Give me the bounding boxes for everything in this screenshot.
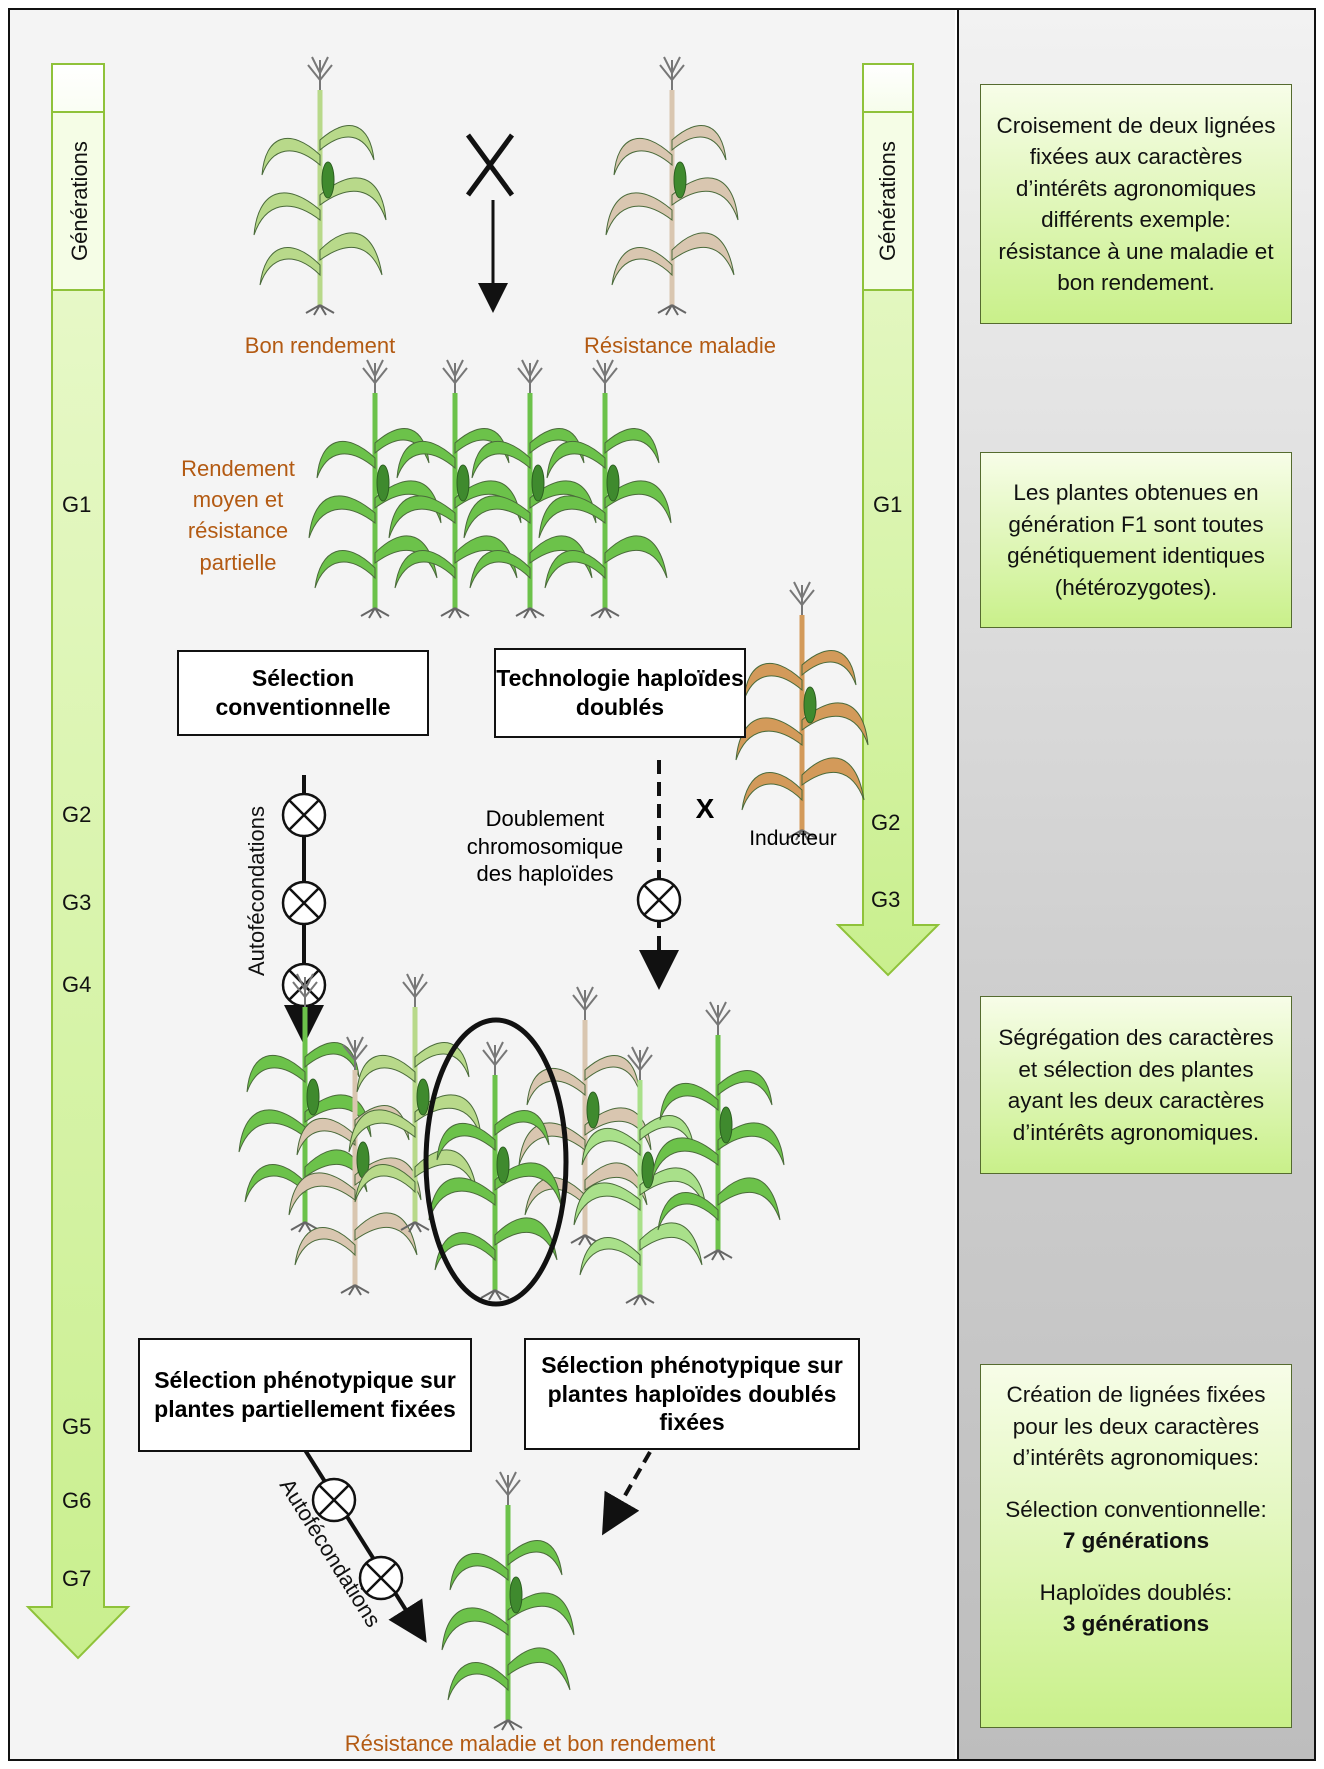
label-final-plant: Résistance maladie et bon rendement bbox=[344, 1731, 716, 1756]
info-box-conv-value: 7 générations bbox=[1062, 1528, 1210, 1553]
gen-label-left-7: G7 bbox=[62, 1566, 92, 1591]
gen-label-right-1: G1 bbox=[873, 492, 903, 517]
inducer-cross-symbol: X bbox=[695, 793, 715, 824]
gen-label-left-6: G6 bbox=[62, 1488, 92, 1513]
gen-label-right-2: G2 bbox=[871, 810, 901, 835]
label-inducer: Inducteur bbox=[749, 827, 837, 850]
haploid-final-arrow bbox=[602, 1451, 652, 1536]
doubling-label: Doublement chromosomique des haploïdes bbox=[466, 806, 624, 886]
selfing-label-1: Autofécondations bbox=[244, 805, 269, 977]
left-arrow-title: Générations bbox=[67, 141, 92, 261]
gen-label-left-3: G3 bbox=[62, 890, 92, 915]
haploid-dashed-line bbox=[636, 760, 682, 990]
gen-label-left-5: G5 bbox=[62, 1414, 92, 1439]
info-box-conv-label: Sélection conventionnelle: bbox=[1005, 1496, 1267, 1522]
gen-label-right-3: G3 bbox=[871, 887, 901, 912]
info-box-fixed-lines: Création de lignées fixées pour les deux… bbox=[980, 1364, 1292, 1728]
segregating-population bbox=[239, 974, 784, 1305]
bottom-selfing-line bbox=[303, 1448, 427, 1643]
info-box-fixed-lines-intro: Création de lignées fixées pour les deux… bbox=[1006, 1382, 1266, 1470]
right-generation-arrow bbox=[835, 63, 941, 977]
final-plant bbox=[442, 1472, 574, 1730]
selected-plant-ellipse bbox=[423, 1017, 569, 1307]
gen-label-left-4: G4 bbox=[62, 972, 92, 997]
label-good-yield: Bon rendement bbox=[244, 333, 396, 358]
parent-plant-yield bbox=[254, 57, 386, 315]
f1-plants bbox=[309, 360, 671, 618]
right-arrow-title: Générations bbox=[875, 141, 900, 261]
gen-label-left-1: G1 bbox=[62, 492, 92, 517]
info-box-cross: Croisement de deux lignées fixées aux ca… bbox=[980, 84, 1292, 324]
info-box-dh-label: Haploïdes doublés: bbox=[1039, 1579, 1233, 1605]
box-conventional-selection: Sélection conventionnelle bbox=[177, 650, 429, 736]
inducer-plant bbox=[736, 582, 868, 840]
parent-plant-resistance bbox=[606, 57, 738, 315]
cross-symbol bbox=[465, 133, 515, 197]
gen-label-left-2: G2 bbox=[62, 802, 92, 827]
label-disease-resistance: Résistance maladie bbox=[584, 333, 776, 358]
figure-frame bbox=[8, 8, 1316, 1761]
box-phenotypic-haploid: Sélection phénotypique sur plantes haplo… bbox=[524, 1338, 860, 1450]
left-generation-arrow bbox=[25, 63, 131, 1660]
box-phenotypic-partial: Sélection phénotypique sur plantes parti… bbox=[138, 1338, 472, 1452]
box-haploid-technology: Technologie haploïdes doublés bbox=[494, 648, 746, 738]
info-box-segregation: Ségrégation des caractères et sélection … bbox=[980, 996, 1292, 1174]
info-box-f1: Les plantes obtenues en génération F1 so… bbox=[980, 452, 1292, 628]
info-box-dh-value: 3 générations bbox=[1062, 1611, 1210, 1636]
label-f1-plants: Rendement moyen et résistance partielle bbox=[181, 456, 295, 575]
